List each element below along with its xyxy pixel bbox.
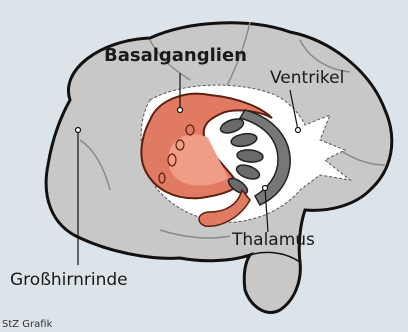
label-ventrikel: Ventrikel bbox=[270, 70, 344, 87]
label-basalganglien: Basalganglien bbox=[104, 47, 247, 65]
image-credit: StZ Grafik bbox=[2, 320, 52, 330]
label-grosshirnrinde: Großhirnrinde bbox=[10, 272, 128, 289]
label-thalamus: Thalamus bbox=[232, 232, 315, 249]
